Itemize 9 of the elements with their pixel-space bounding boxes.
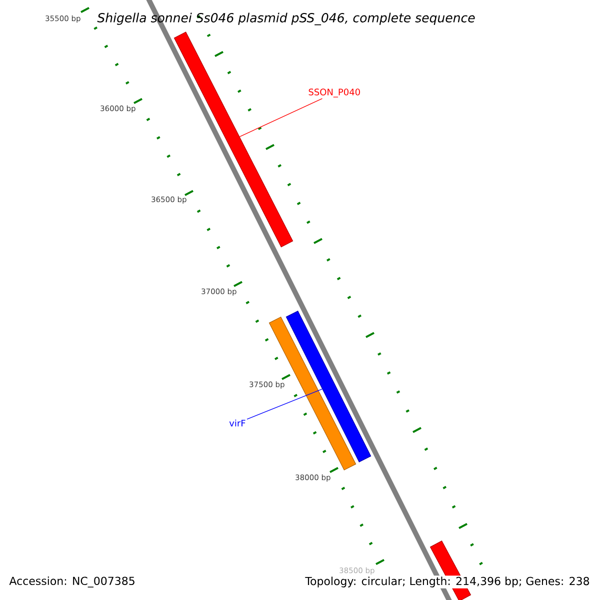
gene-arrow bbox=[174, 32, 294, 248]
accession-text: Accession: NC_007385 bbox=[9, 576, 134, 588]
leader-line bbox=[246, 388, 323, 420]
title: Shigella sonnei Ss046 plasmid pSS_046, complete sequence bbox=[97, 12, 475, 26]
summary-text: Topology: circular; Length: 214,396 bp; Genes: 238 bbox=[304, 576, 591, 588]
gene-label: SSON_P040 bbox=[308, 88, 360, 98]
gene-arrow bbox=[286, 310, 372, 462]
leader-line bbox=[239, 98, 323, 137]
gene-label: virF bbox=[229, 420, 246, 426]
